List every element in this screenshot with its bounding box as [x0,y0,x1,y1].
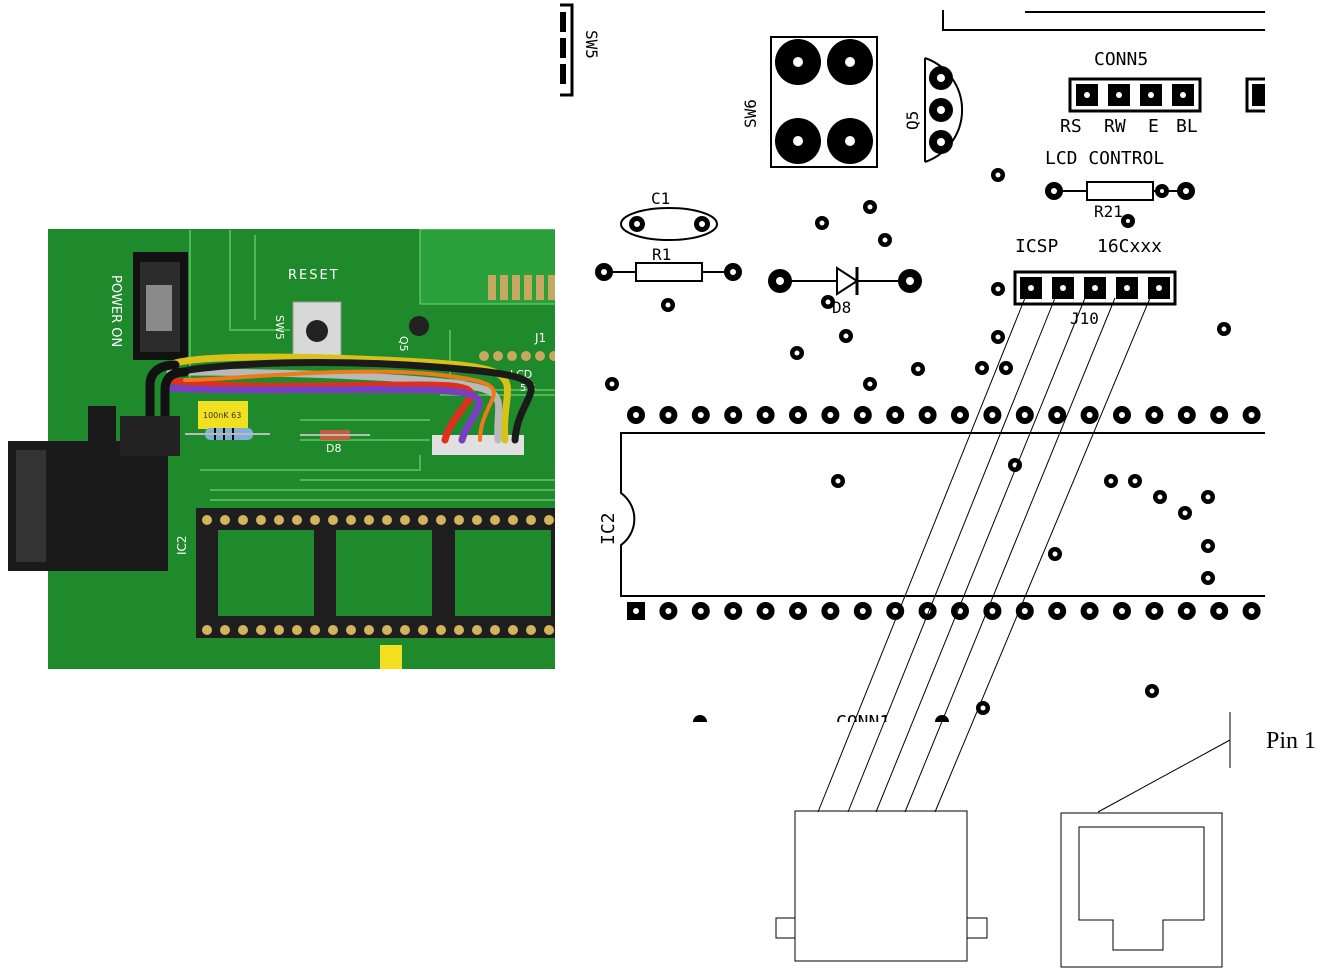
icsp-wiring [817,297,1151,813]
ic2-pad-hole [892,608,899,614]
conn5-pin-rw: RW [1104,116,1126,137]
layout-r1-label: R1 [652,245,671,264]
ic2-pad-hole [957,412,963,418]
photo-q-label: Q5 [397,336,410,352]
ic2-pad-hole [1086,412,1093,418]
sw5 [560,3,574,97]
layout-conn1-label: CONN1 [836,712,890,733]
ic2-pad-hole [1054,608,1061,614]
photo-ic-label: IC2 [175,535,189,555]
ic2-pad-hole [730,412,737,418]
connector-front-view [1060,812,1223,968]
ic2-pad-hole [924,412,931,418]
pin1-callout [1097,712,1231,813]
layout-ic2-label: IC2 [598,512,619,545]
ic2-pad-hole [1216,608,1223,614]
ic2-pad-hole [1119,608,1125,614]
ic2-pad-hole [859,412,866,418]
conn5-pin-bl: BL [1176,116,1198,137]
layout-d8-label: D8 [832,298,851,317]
photo-cap-label: 100nK 63 [203,411,241,420]
r21 [1054,181,1182,201]
ic2-pad-hole [1151,412,1158,418]
sw6 [770,36,878,168]
ic2-pad-hole [697,412,704,418]
ic2-pad-hole [633,608,639,614]
layout-sw6-label: SW6 [741,99,760,128]
ic2-pad-hole [1021,412,1028,418]
layout-power-on-label: POWER ON [466,8,491,114]
layout-r21-label: R21 [1094,202,1123,221]
layout-icsp-label: ICSP [1015,236,1059,257]
ic2-outline [620,432,1265,597]
board-photo: POWER ON RESET SW5 Q5 J1 LCD 5 4 100nK 6… [8,229,555,669]
j10-header [1013,270,1177,306]
conn5 [1068,77,1202,113]
layout-sw5-label: SW5 [582,30,601,59]
ic2-pad-hole [989,608,996,614]
ic2-pad-hole [1183,608,1190,614]
ic2-pad-hole [1021,608,1028,614]
ic2-pad-hole [795,412,801,418]
ic2-pad-hole [989,412,996,418]
ic2-pad-hole [1086,608,1093,614]
ic2-pad-hole [795,608,801,614]
photo-reset-label: RESET [288,268,340,283]
photo-j-label: J1 [534,331,546,345]
ic2-top-pins [627,406,1261,424]
ic2-bottom-pins [627,602,1261,620]
layout-j10-label: J10 [1070,309,1099,328]
ic2-pad-hole [665,412,672,418]
conn5-pin-rs: RS [1060,116,1082,137]
conn5-pin-e: E [1148,116,1159,137]
photo-sw-label: SW5 [273,315,286,340]
ic2-pad-hole [1183,412,1190,418]
ic2-pad-hole [762,412,769,418]
layout-c1-label: C1 [651,189,670,208]
photo-diode-label: D8 [326,442,341,455]
ic2-pad-hole [1151,608,1158,614]
ic2-pad-hole [827,608,834,614]
ic2-pad-hole [859,608,866,614]
ic2-pad-hole [762,608,769,614]
pin1-label: Pin 1 [1266,728,1316,754]
ic2-pad-hole [1216,412,1223,418]
ic2-pad-hole [1248,608,1255,614]
ic2-pad-hole [697,608,704,614]
ic2-pad-hole [827,412,834,418]
ic2-pad-hole [1248,412,1255,418]
ic2-pad-hole [1054,412,1061,418]
ic2-pad-hole [633,412,639,418]
q5 [924,57,964,163]
connector-side-view [775,810,988,962]
ic2-pad-hole [1119,412,1125,418]
ic2-pad-hole [730,608,737,614]
layout-conn5-label: CONN5 [1094,49,1148,70]
layout-q5-label: Q5 [903,111,922,130]
ic2-pad-hole [665,608,672,614]
pcb-layout: POWER ON SW5 SW6 Q5 CONN5 [466,3,1265,733]
layout-lcd-control-label: LCD CONTROL [1045,148,1164,169]
photo-power-label: POWER ON [108,275,123,347]
layout-icsp-part: 16Cxxx [1097,236,1162,257]
ic2-pad-hole [892,412,899,418]
